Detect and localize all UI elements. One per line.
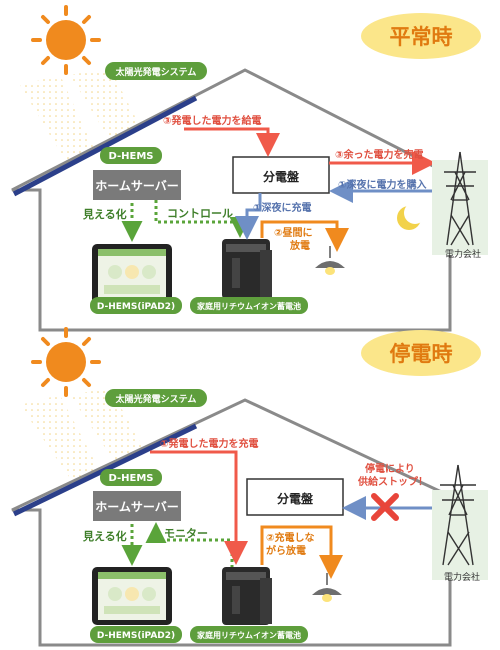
flow-buy-text: ①深夜に電力を購入 [338,178,426,191]
battery-icon [222,567,272,625]
flow-sell-text: ③余った電力を売電 [335,148,423,161]
power-company-text: 電力会社 [445,248,481,260]
dhems-label: D-HEMS [100,147,162,164]
section-title: 平常時 [390,25,453,49]
svg-text:家庭用リチウムイオン蓄電池: 家庭用リチウムイオン蓄電池 [197,301,301,311]
solar-label: 太陽光発電システム [105,389,207,407]
visualize-text: 見える化 [82,529,127,543]
power-tower-icon [432,464,488,580]
sun-icon [31,327,101,397]
moon-icon [397,202,426,230]
control-text: コントロール [167,207,233,220]
power-company-text: 電力会社 [444,571,480,583]
svg-text:分電盤: 分電盤 [277,491,314,506]
svg-text:ホームサーバー: ホームサーバー [95,500,179,514]
solar-label: 太陽光発電システム [105,62,207,80]
svg-text:太陽光発電システム: 太陽光発電システム [115,393,197,405]
title-badge: 停電時 [361,330,481,376]
flow-discharge-text-1: ②充電しな [266,531,314,544]
svg-text:分電盤: 分電盤 [263,169,300,184]
flow-discharge-arrow [260,220,349,252]
svg-text:D-HEMS: D-HEMS [109,473,154,484]
section-outage: 停電時 太陽光発電システム D-HEMS [11,327,488,647]
home-server: ホームサーバー [93,491,181,521]
battery-label: 家庭用リチウムイオン蓄電池 [190,297,308,314]
stop-x-icon [371,493,399,521]
flow-discharge-text-1: ②昼間に [274,227,312,239]
flow-charge-arrow [235,193,262,240]
flow-generate-arrow [150,450,248,565]
flow-discharge-text-2: がら放電 [266,544,306,557]
title-badge: 平常時 [361,13,481,59]
flow-discharge-text-2: 放電 [289,239,310,252]
flow-generate-text: ①発電した電力を充電 [160,437,258,450]
section-title: 停電時 [390,342,453,366]
svg-text:家庭用リチウムイオン蓄電池: 家庭用リチウムイオン蓄電池 [197,630,301,640]
visualize-text: 見える化 [82,207,127,221]
lamp-icon [312,573,342,602]
flow-generate-arrow [184,127,280,157]
svg-text:D-HEMS: D-HEMS [109,151,154,162]
dhems-label: D-HEMS [100,469,162,486]
svg-text:ホームサーバー: ホームサーバー [95,179,179,193]
section-normal: 平常時 太陽光発電システム [11,5,488,332]
flow-charge-text: ①深夜に充電 [253,201,311,214]
power-tower-icon [432,151,488,255]
lamp-icon [315,246,345,275]
ipad-icon [92,567,172,625]
flow-discharge-arrow [260,525,343,579]
sun-icon [31,5,101,75]
distribution-panel: 分電盤 [246,478,344,516]
home-server: ホームサーバー [93,170,181,200]
solar-panel [12,95,198,197]
monitor-text: モニター [164,527,208,540]
svg-text:D-HEMS(iPAD2): D-HEMS(iPAD2) [97,302,175,312]
flow-generate-text: ③発電した電力を給電 [163,114,261,127]
outage-text-1: 停電により [365,462,415,475]
ipad-icon [92,244,172,304]
svg-text:D-HEMS(iPAD2): D-HEMS(iPAD2) [97,631,175,641]
battery-icon [222,239,272,299]
outage-text-2: 供給ストップ！ [357,475,428,488]
distribution-panel: 分電盤 [232,156,330,194]
svg-text:太陽光発電システム: 太陽光発電システム [115,66,197,78]
ipad-label: D-HEMS(iPAD2) [90,626,182,643]
ipad-label: D-HEMS(iPAD2) [90,297,182,314]
battery-label: 家庭用リチウムイオン蓄電池 [190,626,308,643]
